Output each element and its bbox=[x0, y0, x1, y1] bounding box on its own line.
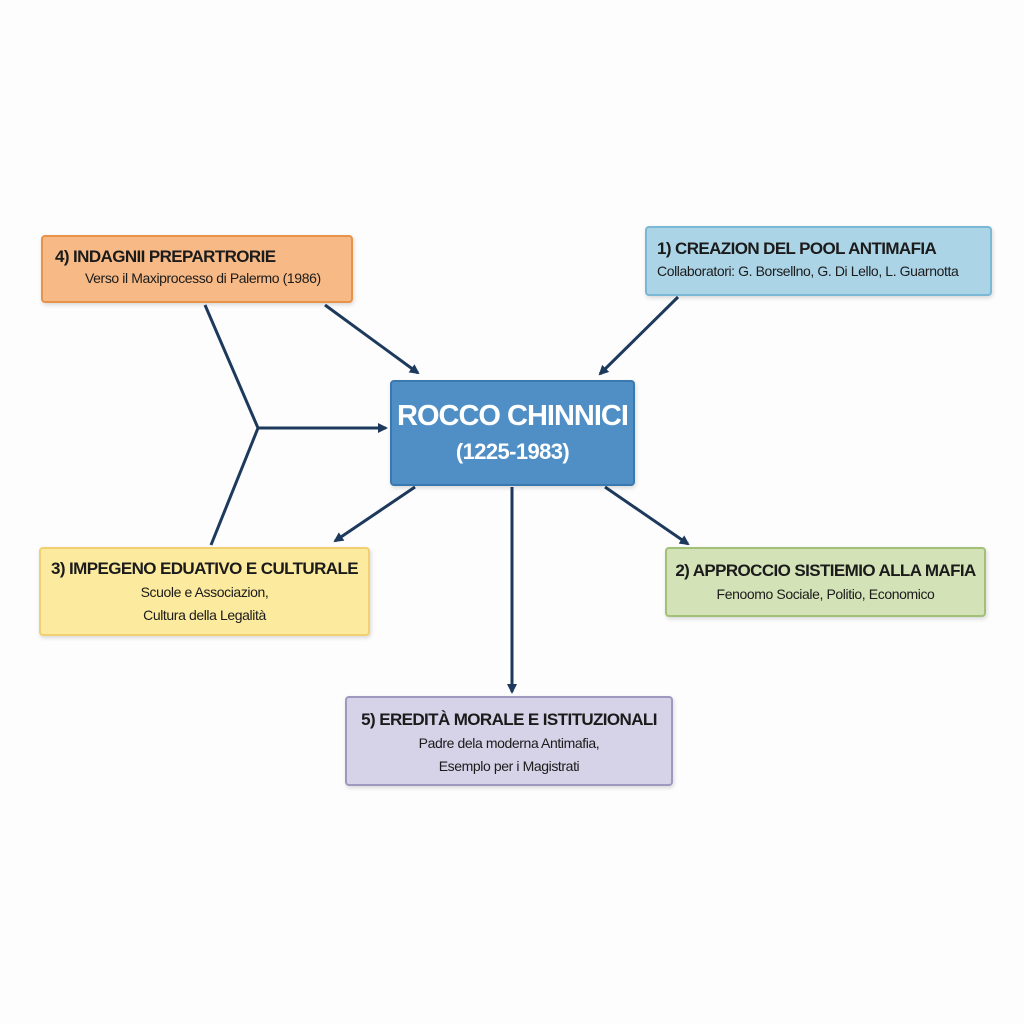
node-2-approccio-sistemico: 2) APPROCCIO SISTIEMIO ALLA MAFIA Fenoom… bbox=[665, 547, 986, 617]
central-node: ROCCO CHINNICI (1225-1983) bbox=[390, 380, 635, 486]
node-5-eredita: 5) EREDITÀ MORALE E ISTITUZIONALI Padre … bbox=[345, 696, 673, 786]
node-detail: Scuole e Associazion, bbox=[140, 584, 269, 600]
node-title: 4) INDAGNII PREPARTRORIE bbox=[55, 247, 276, 266]
node-1-pool-antimafia: 1) CREAZION DEL POOL ANTIMAFIA Collabora… bbox=[645, 226, 992, 296]
arrow-center-to-n2 bbox=[604, 485, 690, 546]
node-3-impegno-educativo: 3) IMPEGENO EDUATIVO E CULTURALE Scuole … bbox=[39, 547, 370, 636]
central-dates: (1225-1983) bbox=[455, 439, 570, 464]
node-detail: Cultura della Legalità bbox=[143, 607, 266, 623]
fork-connector bbox=[203, 304, 260, 546]
node-detail: Collaboratori: G. Borsellno, G. Di Lello… bbox=[657, 263, 959, 279]
node-title: 3) IMPEGENO EDUATIVO E CULTURALE bbox=[51, 559, 359, 578]
node-title: 2) APPROCCIO SISTIEMIO ALLA MAFIA bbox=[675, 561, 976, 580]
node-detail: Esemplo per i Magistrati bbox=[438, 758, 580, 774]
node-detail: Verso il Maxiprocesso di Palermo (1986) bbox=[85, 270, 321, 286]
node-title: 1) CREAZION DEL POOL ANTIMAFIA bbox=[657, 239, 937, 258]
arrow-n4-to-center bbox=[324, 303, 420, 375]
node-detail: Fenoomo Sociale, Politio, Economico bbox=[716, 586, 935, 602]
node-4-indagini: 4) INDAGNII PREPARTRORIE Verso il Maxipr… bbox=[41, 235, 353, 303]
arrow-center-to-n3 bbox=[333, 485, 416, 543]
central-title: ROCCO CHINNICI bbox=[397, 400, 629, 432]
node-title: 5) EREDITÀ MORALE E ISTITUZIONALI bbox=[361, 710, 657, 729]
arrow-n1-to-center bbox=[598, 295, 680, 376]
node-detail: Padre dela moderna Antimafia, bbox=[418, 735, 600, 751]
